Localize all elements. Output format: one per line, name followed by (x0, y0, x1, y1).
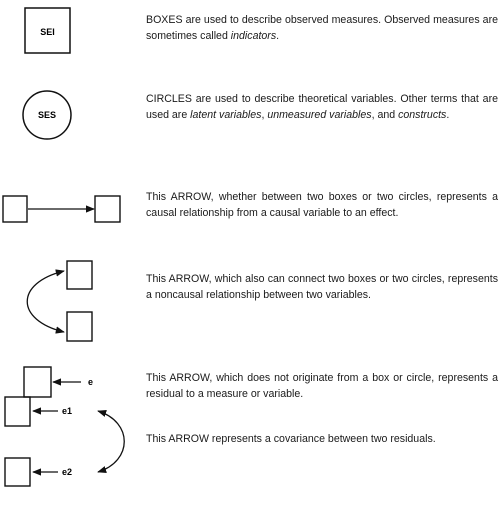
text-run: This ARROW, which does not originate fro… (146, 372, 498, 400)
residual-label-2: e2 (62, 467, 72, 477)
covariance-description: This ARROW represents a covariance betwe… (146, 432, 498, 448)
text-run: This ARROW represents a covariance betwe… (146, 433, 436, 445)
arrow-symbols: e e1 e2 (2, 195, 125, 487)
covariance-arrow-symbol: e1 e2 (4, 396, 125, 487)
text-run: BOXES are used to describe observed meas… (146, 14, 498, 42)
residual-arrow-description: This ARROW, which does not originate fro… (146, 371, 498, 402)
text-run: . (446, 108, 450, 121)
noncausal-arrow-description: This ARROW, which also can connect two b… (146, 272, 498, 303)
measure-box-1 (4, 396, 31, 427)
circle-label: SES (38, 110, 56, 120)
noncausal-arrow-symbol (26, 260, 93, 342)
italic-term: unmeasured variables (267, 108, 372, 121)
residual-arrow-symbol: e (23, 366, 93, 398)
italic-term: latent variables (190, 108, 262, 121)
upper-box (66, 260, 93, 290)
residual-label: e (88, 377, 93, 387)
text-run: CIRCLES are used to describe theoretical… (146, 93, 498, 121)
theoretical-variable-circle-symbol: SES (22, 90, 72, 140)
box-description: BOXES are used to describe observed meas… (146, 13, 498, 44)
circle-description: CIRCLES are used to describe theoretical… (146, 92, 498, 123)
covariance-curve (97, 409, 125, 474)
italic-term: indicators (230, 29, 277, 42)
lower-box (66, 311, 93, 342)
text-run: , (261, 108, 268, 121)
residual-label-1: e1 (62, 406, 72, 416)
curved-arrow (26, 269, 65, 334)
residual-target-box (23, 366, 52, 398)
cause-box (2, 195, 28, 223)
text-run: , and (371, 108, 399, 121)
causal-arrow-description: This ARROW, whether between two boxes or… (146, 190, 498, 221)
text-run: . (276, 29, 280, 42)
text-run: This ARROW, which also can connect two b… (146, 273, 498, 301)
box-shape (24, 7, 71, 54)
circle-shape (22, 90, 72, 140)
text-run: This ARROW, whether between two boxes or… (146, 191, 498, 219)
effect-box (94, 195, 121, 223)
observed-measure-box-symbol: SEI (24, 7, 71, 54)
italic-term: constructs (398, 108, 447, 121)
causal-arrow-symbol (2, 195, 121, 223)
box-label: SEI (40, 27, 55, 37)
measure-box-2 (4, 457, 31, 487)
